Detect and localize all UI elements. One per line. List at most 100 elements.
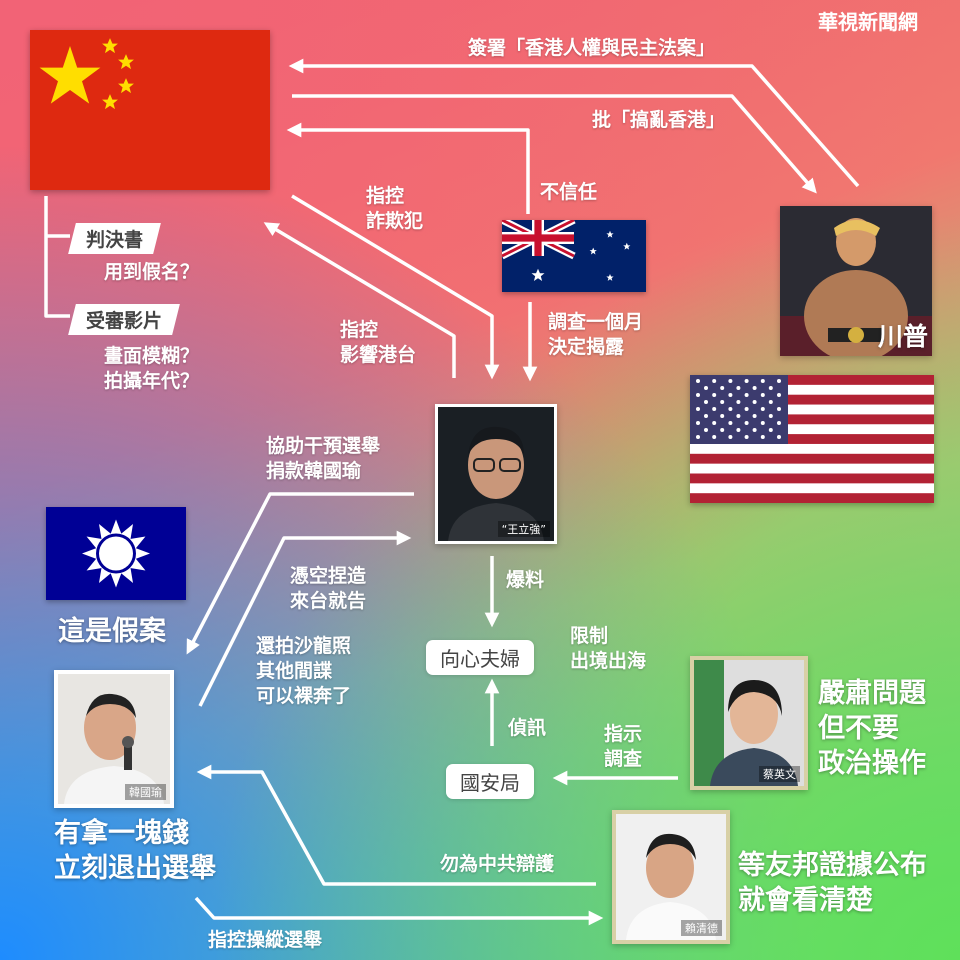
taiwan-flag-icon [46,507,186,600]
label-line: 指示 [604,723,643,745]
node-couple: 向心夫婦 [426,640,534,675]
flag-star [720,414,725,418]
flag-star [744,393,749,397]
label-accuse-influence: 指控 影響港台 [340,318,416,368]
flag-star [768,414,773,418]
portrait-wang [438,407,554,541]
flag-star [768,428,773,432]
flag-star [744,435,749,439]
quote-line: 就會看清楚 [738,885,873,916]
sun-ray [110,519,122,536]
flag-star [777,379,781,383]
label-distrust: 不信任 [540,181,598,203]
label-line: 協助干預選舉 [266,435,381,457]
flag-star [760,393,765,397]
flag-star [736,386,741,390]
flag-star [696,407,700,411]
flag-star [712,435,717,439]
tsai-photo: 蔡英文 [690,656,808,790]
label-salon-photo: 還拍沙龍照 其他間諜 可以裸奔了 [256,634,351,709]
label-line: 詐欺犯 [366,210,424,232]
quote-line: 有拿一塊錢 [54,818,189,849]
label-criticize: 批「搞亂香港」 [592,109,726,131]
quote-fake-case: 這是假案 [58,616,166,647]
flag-star [696,379,700,383]
flag-star [760,435,765,439]
flag-star [777,393,781,397]
sun-ray [110,571,122,588]
australia-flag-icon [502,220,646,292]
arrow-assist-election [186,492,414,655]
trump-photo: 川普 [780,206,932,362]
quote-line: 嚴肅問題 [818,678,926,709]
portrait-tsai [694,660,804,786]
usa-flag-icon [690,375,934,503]
flag-star [712,407,717,411]
label-line: 限制 [570,625,609,647]
label-defend: 勿為中共辯護 [440,853,555,875]
label-line: 憑空捏造 [290,565,367,587]
portrait-han [58,674,170,804]
label-line: 出境出海 [570,650,647,672]
logo-text: 華視新聞網 [818,10,918,34]
flag-star [777,435,781,439]
tag-text: 判決書 [86,229,144,251]
arrow-defend [196,764,596,886]
flag-star [768,386,773,390]
boxer-illustration [780,206,932,362]
quote-line: 等友邦證據公布 [738,850,927,881]
sun-ray [82,547,98,560]
bracket-china-evidence [44,196,70,318]
lai-caption: 賴清德 [681,920,722,936]
arrow-fabricate [198,530,412,707]
label-trial-questions: 畫面模糊？ 拍攝年代？ [104,344,199,394]
flag-star [712,379,717,383]
label-line: 指控 [366,185,405,207]
label-line: 調查一個月 [548,311,644,333]
flag-star [728,379,733,383]
portrait-lai [616,814,726,940]
flag-star [728,435,733,439]
label-line: 其他間諜 [256,660,333,682]
flag-star [777,407,781,411]
tts-news-logo: 華視新聞網 [818,6,918,35]
flag-star [752,428,757,432]
flag-star [704,428,708,432]
arrow-criticize [292,94,817,194]
flag-star [720,386,725,390]
flag-star [744,379,749,383]
label-line: 來台就告 [290,590,367,612]
wang-photo: “王立強” [435,404,557,544]
flag-star [704,400,708,404]
label-line: 畫面模糊？ [104,345,200,367]
flag-star [704,386,708,390]
label-instruct: 指示 調查 [604,722,642,772]
flag-star [696,393,700,397]
flag-star [760,421,765,425]
label-verdict-question: 用到假名？ [104,261,200,283]
tag-verdict: 判決書 [68,223,161,254]
wang-caption: “王立強” [497,521,550,537]
flag-star [696,435,700,439]
flag-star [736,414,741,418]
label-line: 捐款韓國瑜 [266,460,362,482]
flag-star [736,428,741,432]
quote-line: 立刻退出選舉 [54,853,216,884]
tsai-caption: 蔡英文 [759,766,800,782]
flag-star [760,379,765,383]
flag-star [736,400,741,404]
flag-star [720,428,725,432]
quote-line: 但不要 [818,713,899,744]
label-accuse-manipulate: 指控操縱選舉 [208,929,323,951]
flag-star [720,400,725,404]
flag-star [744,407,749,411]
arrow-accuse-fraud [291,194,500,380]
label-line: 指控 [340,319,379,341]
label-interrogate: 偵訊 [508,717,547,739]
lai-photo: 賴清德 [612,810,730,944]
node-nsb: 國安局 [446,764,534,799]
label-line: 調查 [604,748,643,770]
arrow-sign-act [288,58,860,188]
label-leak: 爆料 [506,569,545,591]
